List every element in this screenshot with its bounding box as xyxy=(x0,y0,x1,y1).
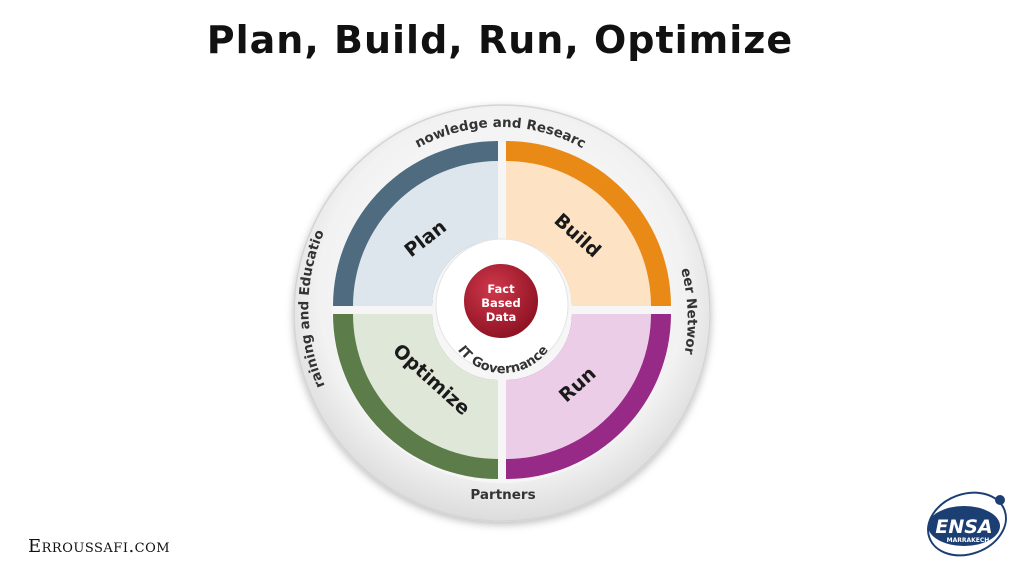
ring-label-left: Training and Education xyxy=(0,0,329,390)
quadrant-group xyxy=(333,141,671,479)
ring-label-top: Knowledge and Research xyxy=(0,0,588,152)
center-circle xyxy=(462,262,540,340)
quadrant-build-fill xyxy=(506,161,651,306)
center-line-3: Data xyxy=(486,310,517,324)
svg-text:MARRAKECH: MARRAKECH xyxy=(947,537,990,544)
ensa-logo: ENSA MARRAKECH xyxy=(927,491,1007,557)
center-line-1: Fact xyxy=(487,282,515,296)
ring-label-bottom: Partners xyxy=(470,487,535,503)
center-line-2: Based xyxy=(481,296,520,310)
footer-credit: Erroussafi.com xyxy=(28,536,171,557)
quadrant-run-fill xyxy=(506,314,651,459)
quadrant-plan-fill xyxy=(353,161,498,306)
quadrant-optimize-fill xyxy=(353,314,498,459)
svg-text:ENSA: ENSA xyxy=(935,516,992,538)
slide-title: Plan, Build, Run, Optimize xyxy=(206,18,794,62)
